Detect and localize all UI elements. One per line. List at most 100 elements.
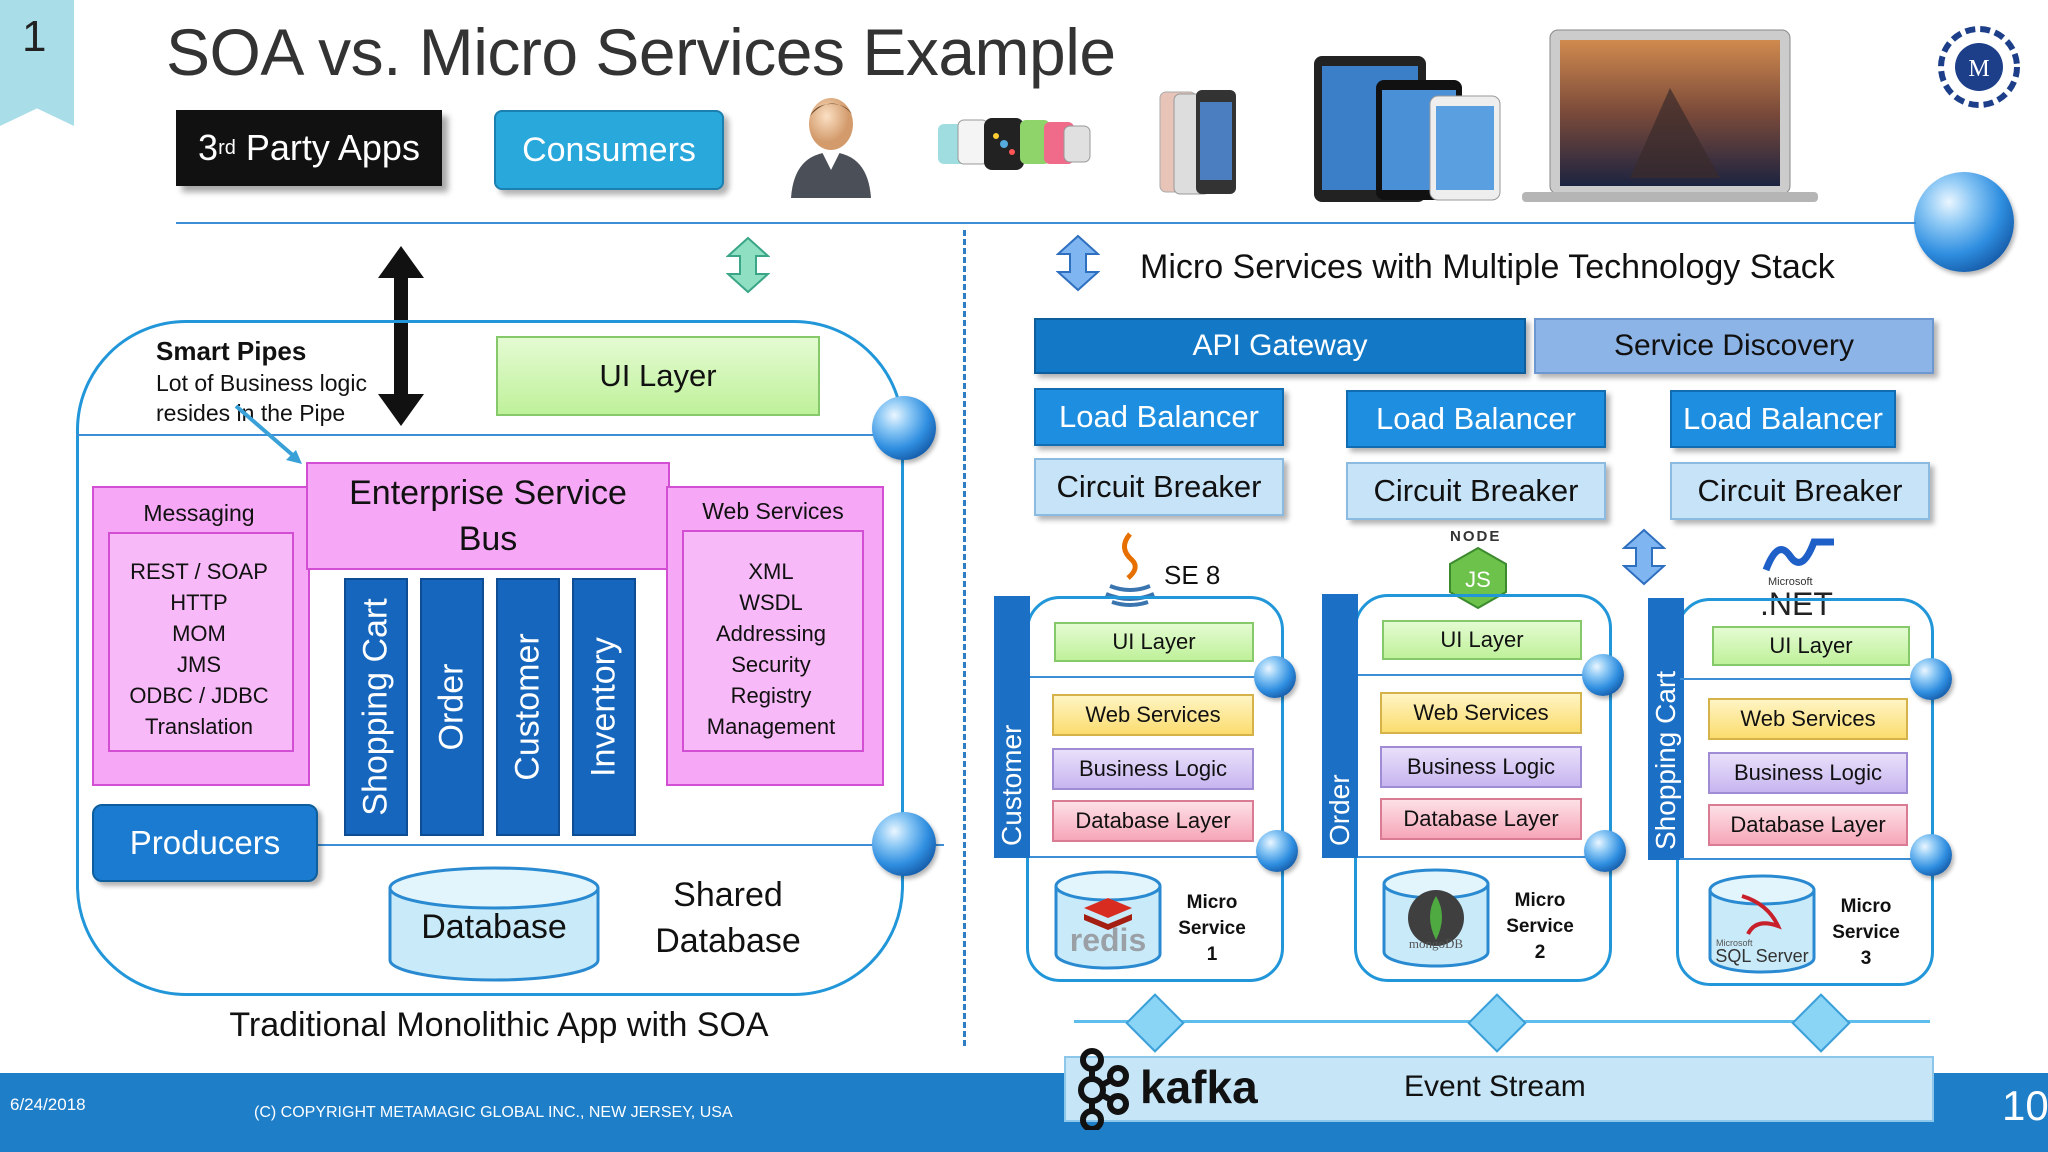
ms-line <box>1030 856 1278 858</box>
globe-icon <box>1582 654 1624 696</box>
load-balancer-1: Load Balancer <box>1034 388 1284 446</box>
double-arrow-icon <box>378 246 424 426</box>
ms2-web-services: Web Services <box>1380 692 1582 734</box>
ms-side-bar-3: Shopping Cart <box>1648 598 1684 860</box>
laptop-icon <box>1522 29 1818 202</box>
event-connector <box>1791 993 1851 1053</box>
ms2-database-layer: Database Layer <box>1380 798 1582 840</box>
slide-number: 1 <box>22 12 47 61</box>
third-party-rest: Party Apps <box>235 127 420 168</box>
ms-line <box>1358 674 1606 676</box>
footer-date: 6/24/2018 <box>10 1095 86 1114</box>
messaging-list-box <box>108 532 294 752</box>
web-services-item: Addressing <box>715 621 827 646</box>
event-stream-label: Event Stream <box>1404 1070 1586 1103</box>
svg-text:JS: JS <box>1465 567 1491 592</box>
globe-icon <box>1584 830 1626 872</box>
database-icon <box>388 866 600 982</box>
soa-producers-line <box>316 844 944 846</box>
web-services-item: XML <box>748 559 794 584</box>
messaging-item: MOM <box>172 621 226 646</box>
node-label: NODE <box>1450 528 1502 545</box>
java-label: SE 8 <box>1164 560 1221 590</box>
globe-icon <box>1256 830 1298 872</box>
event-connector <box>1125 993 1185 1053</box>
sqlserver-icon <box>1708 874 1816 974</box>
sqlserver-label: SQL Server <box>1715 946 1809 966</box>
ms1-database-layer: Database Layer <box>1052 800 1254 842</box>
ms-line <box>1680 858 1928 860</box>
ms-line <box>1358 856 1606 858</box>
shared-line1: Shared <box>673 876 783 914</box>
ms-line <box>1680 678 1928 680</box>
esb-line2: Bus <box>458 520 518 558</box>
kafka-label: kafka <box>1140 1061 1258 1113</box>
ms2-business-logic: Business Logic <box>1380 746 1582 788</box>
soa-caption: Traditional Monolithic App with SOA <box>229 1006 769 1044</box>
java-icon <box>1105 532 1155 607</box>
footer-copyright: (C) COPYRIGHT METAMAGIC GLOBAL INC., NEW… <box>254 1104 733 1121</box>
web-services-list: XML WSDL Addressing Security Registry Ma… <box>682 556 860 742</box>
globe-icon <box>872 396 936 460</box>
smart-pipes-title: Smart Pipes <box>156 336 307 366</box>
ms-line <box>1030 676 1278 678</box>
third-party-num: 3 <box>198 127 219 168</box>
ms3-web-services: Web Services <box>1708 698 1908 740</box>
load-balancer-3: Load Balancer <box>1670 390 1896 448</box>
globe-icon <box>1254 656 1296 698</box>
phone-icon <box>1159 90 1236 195</box>
ms-side-bar-1: Customer <box>994 596 1030 858</box>
soa-ui-layer: UI Layer <box>496 336 820 416</box>
ms3-ui-layer: UI Layer <box>1712 626 1910 666</box>
ms1-label: Micro Service 1 <box>1168 890 1256 968</box>
module-label: Inventory <box>584 637 623 777</box>
tablet-icon <box>1314 56 1501 202</box>
section-divider <box>963 230 966 1046</box>
module-label: Customer <box>508 633 547 781</box>
messaging-item: REST / SOAP <box>130 559 268 584</box>
esb-box: Enterprise Service Bus <box>306 462 670 570</box>
ms2-label: Micro Service 2 <box>1496 888 1584 966</box>
ms1-label-line1: Micro <box>1186 892 1238 913</box>
page-title: SOA vs. Micro Services Example <box>166 15 1116 89</box>
mongodb-label: mongoDB <box>1408 936 1464 951</box>
mongodb-icon <box>1382 868 1490 968</box>
web-services-item: WSDL <box>739 590 803 615</box>
dotnet-small-label: Microsoft <box>1768 576 1813 588</box>
module-label: Order <box>432 663 471 751</box>
module-shopping-cart: Shopping Cart <box>344 578 408 836</box>
globe-icon <box>1914 172 2014 272</box>
messaging-item: HTTP <box>170 590 228 615</box>
module-customer: Customer <box>496 578 560 836</box>
smartwatch-icon <box>938 118 1091 170</box>
sqlserver-small-label: Microsoft <box>1716 938 1753 948</box>
nodejs-icon: JS <box>1449 546 1507 610</box>
producers-box: Producers <box>92 804 318 882</box>
ms-mid-arrow-icon <box>1622 528 1666 586</box>
esb-line1: Enterprise Service <box>349 474 627 512</box>
web-services-title: Web Services <box>702 498 844 524</box>
slide-number-tab: 1 <box>0 0 74 126</box>
load-balancer-2: Load Balancer <box>1346 390 1606 448</box>
ms-arrow-icon <box>1056 234 1100 292</box>
shared-line2: Database <box>655 922 801 960</box>
shared-database-label: Shared Database <box>630 872 826 964</box>
globe-icon <box>1910 658 1952 700</box>
smart-pipes-line1: Lot of Business logic <box>156 370 367 396</box>
module-order: Order <box>420 578 484 836</box>
logo-icon: M <box>1938 26 2020 108</box>
person-icon <box>791 98 871 198</box>
divider-line <box>176 222 1916 224</box>
messaging-item: Translation <box>144 714 253 739</box>
ms3-label-line1: Micro <box>1840 896 1892 917</box>
ms1-ui-layer: UI Layer <box>1054 622 1254 662</box>
ms3-business-logic: Business Logic <box>1708 752 1908 794</box>
ms3-label-num: 3 <box>1860 948 1872 969</box>
redis-icon <box>1054 870 1162 970</box>
ms-side-label-3: Shopping Cart <box>1650 670 1681 850</box>
page-number: 10 <box>2002 1082 2048 1129</box>
sync-arrow-icon <box>726 236 770 294</box>
pointer-arrow-icon <box>234 404 302 464</box>
database-label: Database <box>421 908 567 946</box>
